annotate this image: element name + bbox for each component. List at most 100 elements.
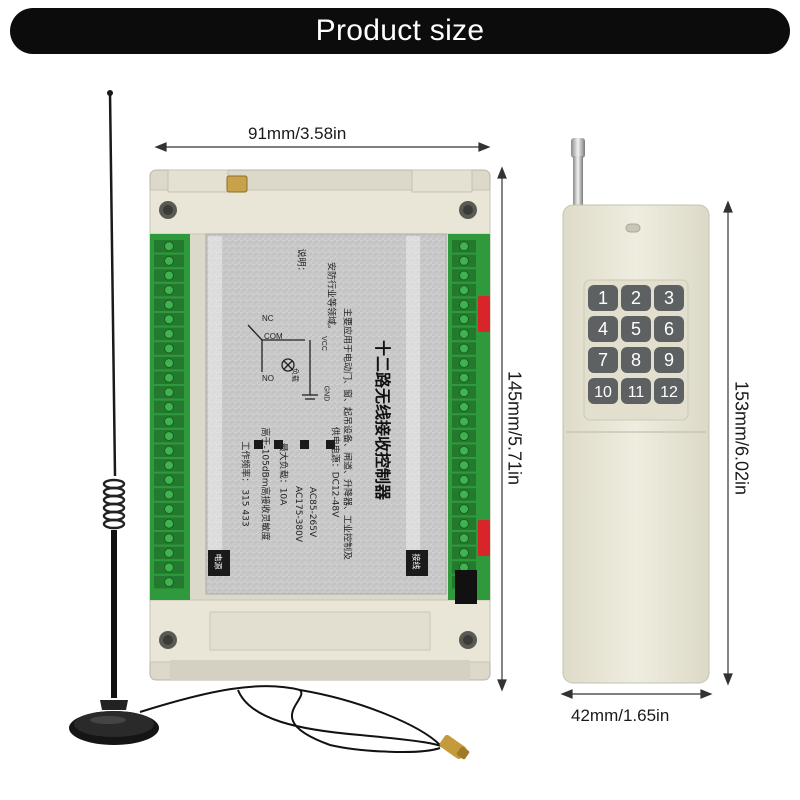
red-side-button-bottom bbox=[478, 520, 490, 556]
wiring-com-label: COM bbox=[264, 332, 283, 341]
terminal-screw bbox=[164, 372, 174, 383]
terminal-screw bbox=[459, 328, 469, 339]
left-terminal-screws bbox=[154, 240, 184, 589]
remote-button-3[interactable] bbox=[654, 285, 684, 311]
sma-connector bbox=[439, 734, 470, 760]
remote-button-8[interactable] bbox=[621, 347, 651, 373]
remote-button-2[interactable] bbox=[621, 285, 651, 311]
terminal-screw bbox=[164, 314, 174, 325]
remote-button-label: 11 bbox=[628, 384, 645, 401]
right-tag-box bbox=[406, 550, 428, 576]
red-side-button-top bbox=[478, 296, 490, 332]
remote-button-label: 4 bbox=[598, 319, 608, 339]
terminal-screw bbox=[164, 401, 174, 412]
receiver-width-dimension bbox=[154, 142, 491, 152]
spec-frequency: 工作频率： 315 433 bbox=[239, 441, 250, 527]
remote-button-label: 3 bbox=[664, 288, 674, 308]
terminal-screw bbox=[164, 445, 174, 456]
left-tag: 电源 bbox=[213, 553, 223, 570]
description-line-1: 主要应用于电动门、窗、起吊设备、闸道、升降器、工业控制及 bbox=[341, 307, 352, 561]
terminal-screw bbox=[459, 460, 469, 471]
terminal-screw bbox=[459, 387, 469, 398]
remote-height-dimension bbox=[723, 200, 733, 686]
terminal-screw bbox=[164, 504, 174, 515]
remote-button-10[interactable] bbox=[588, 378, 618, 404]
remote-width-dimension bbox=[560, 689, 713, 699]
terminal-screw bbox=[164, 358, 174, 369]
spec-sensitivity: 高于-105dBm高接收灵敏度 bbox=[259, 427, 270, 541]
terminal-screw bbox=[459, 445, 469, 456]
remote-button-label: 12 bbox=[660, 384, 678, 401]
remote-antenna-rod bbox=[573, 156, 583, 212]
terminal-screw bbox=[459, 299, 469, 310]
terminal-screw bbox=[459, 285, 469, 296]
spec-power: 供电电源：DC12-48V bbox=[329, 426, 340, 518]
terminal-screw bbox=[164, 533, 174, 544]
remote-button-5[interactable] bbox=[621, 316, 651, 342]
receiver-height-dimension bbox=[497, 166, 507, 692]
terminal-screw bbox=[164, 518, 174, 529]
terminal-screw bbox=[459, 416, 469, 427]
remote-button-4[interactable] bbox=[588, 316, 618, 342]
remote-button-label: 1 bbox=[598, 288, 608, 308]
right-tag: 接线 bbox=[411, 553, 421, 570]
remote-led bbox=[625, 223, 641, 233]
remote-button-label: 8 bbox=[631, 350, 641, 370]
terminal-screw bbox=[459, 270, 469, 281]
spec-ac2: AC175-380V bbox=[293, 485, 303, 543]
terminal-screw bbox=[164, 270, 174, 281]
wiring-diagram bbox=[247, 324, 318, 400]
receiver-title: 十二路无线接收控制器 bbox=[373, 339, 392, 501]
remote-width-label: 42mm/1.65in bbox=[571, 706, 670, 725]
terminal-screw bbox=[164, 328, 174, 339]
remote-button-1[interactable] bbox=[588, 285, 618, 311]
remote-button-6[interactable] bbox=[654, 316, 684, 342]
antenna-port-block bbox=[455, 570, 477, 604]
antenna-cable bbox=[139, 685, 456, 753]
remote-button-9[interactable] bbox=[654, 347, 684, 373]
description-line-2: 安防行业等领域。 bbox=[325, 261, 336, 335]
wiring-load-label: 负载 bbox=[291, 368, 298, 382]
terminal-screw bbox=[164, 343, 174, 354]
spec-bullets bbox=[254, 440, 335, 449]
left-terminal-block bbox=[150, 234, 190, 600]
terminal-screw bbox=[459, 241, 469, 252]
terminal-screw bbox=[459, 358, 469, 369]
remote-button-12[interactable] bbox=[654, 378, 684, 404]
antenna bbox=[69, 90, 159, 745]
right-terminal-block bbox=[448, 234, 490, 600]
terminal-screw bbox=[164, 241, 174, 252]
terminal-screw bbox=[459, 343, 469, 354]
terminal-screw bbox=[164, 285, 174, 296]
wiring-gnd-label: GND bbox=[322, 385, 330, 402]
terminal-screw bbox=[459, 518, 469, 529]
remote-button-label: 2 bbox=[631, 288, 641, 308]
remote-button-11[interactable] bbox=[621, 378, 651, 404]
remote-button-label: 9 bbox=[664, 350, 674, 370]
terminal-screw bbox=[164, 489, 174, 500]
terminal-screw bbox=[164, 547, 174, 558]
terminal-screw bbox=[164, 431, 174, 442]
description-heading: 说明： bbox=[295, 248, 306, 276]
remote-button-7[interactable] bbox=[588, 347, 618, 373]
receiver-label-text-area: 十二路无线接收控制器 说明： 主要应用于电动门、窗、起吊设备、闸道、升降器、工业… bbox=[206, 234, 446, 594]
terminal-screw bbox=[459, 314, 469, 325]
terminal-screw bbox=[164, 577, 174, 588]
terminal-screw bbox=[164, 387, 174, 398]
remote-button-label: 10 bbox=[594, 384, 612, 401]
terminal-screw bbox=[164, 416, 174, 427]
terminal-screw bbox=[164, 255, 174, 266]
terminal-screw bbox=[164, 562, 174, 573]
wiring-no-label: NO bbox=[262, 374, 274, 383]
remote-button-label: 6 bbox=[664, 319, 674, 339]
wiring-nc-label: NC bbox=[262, 314, 274, 323]
spec-ac1: AC85-265V bbox=[307, 486, 317, 538]
terminal-screw bbox=[459, 547, 469, 558]
terminal-screw bbox=[459, 533, 469, 544]
remote-button-label: 7 bbox=[598, 350, 608, 370]
receiver-width-label: 91mm/3.58in bbox=[248, 124, 347, 143]
terminal-screw bbox=[459, 431, 469, 442]
